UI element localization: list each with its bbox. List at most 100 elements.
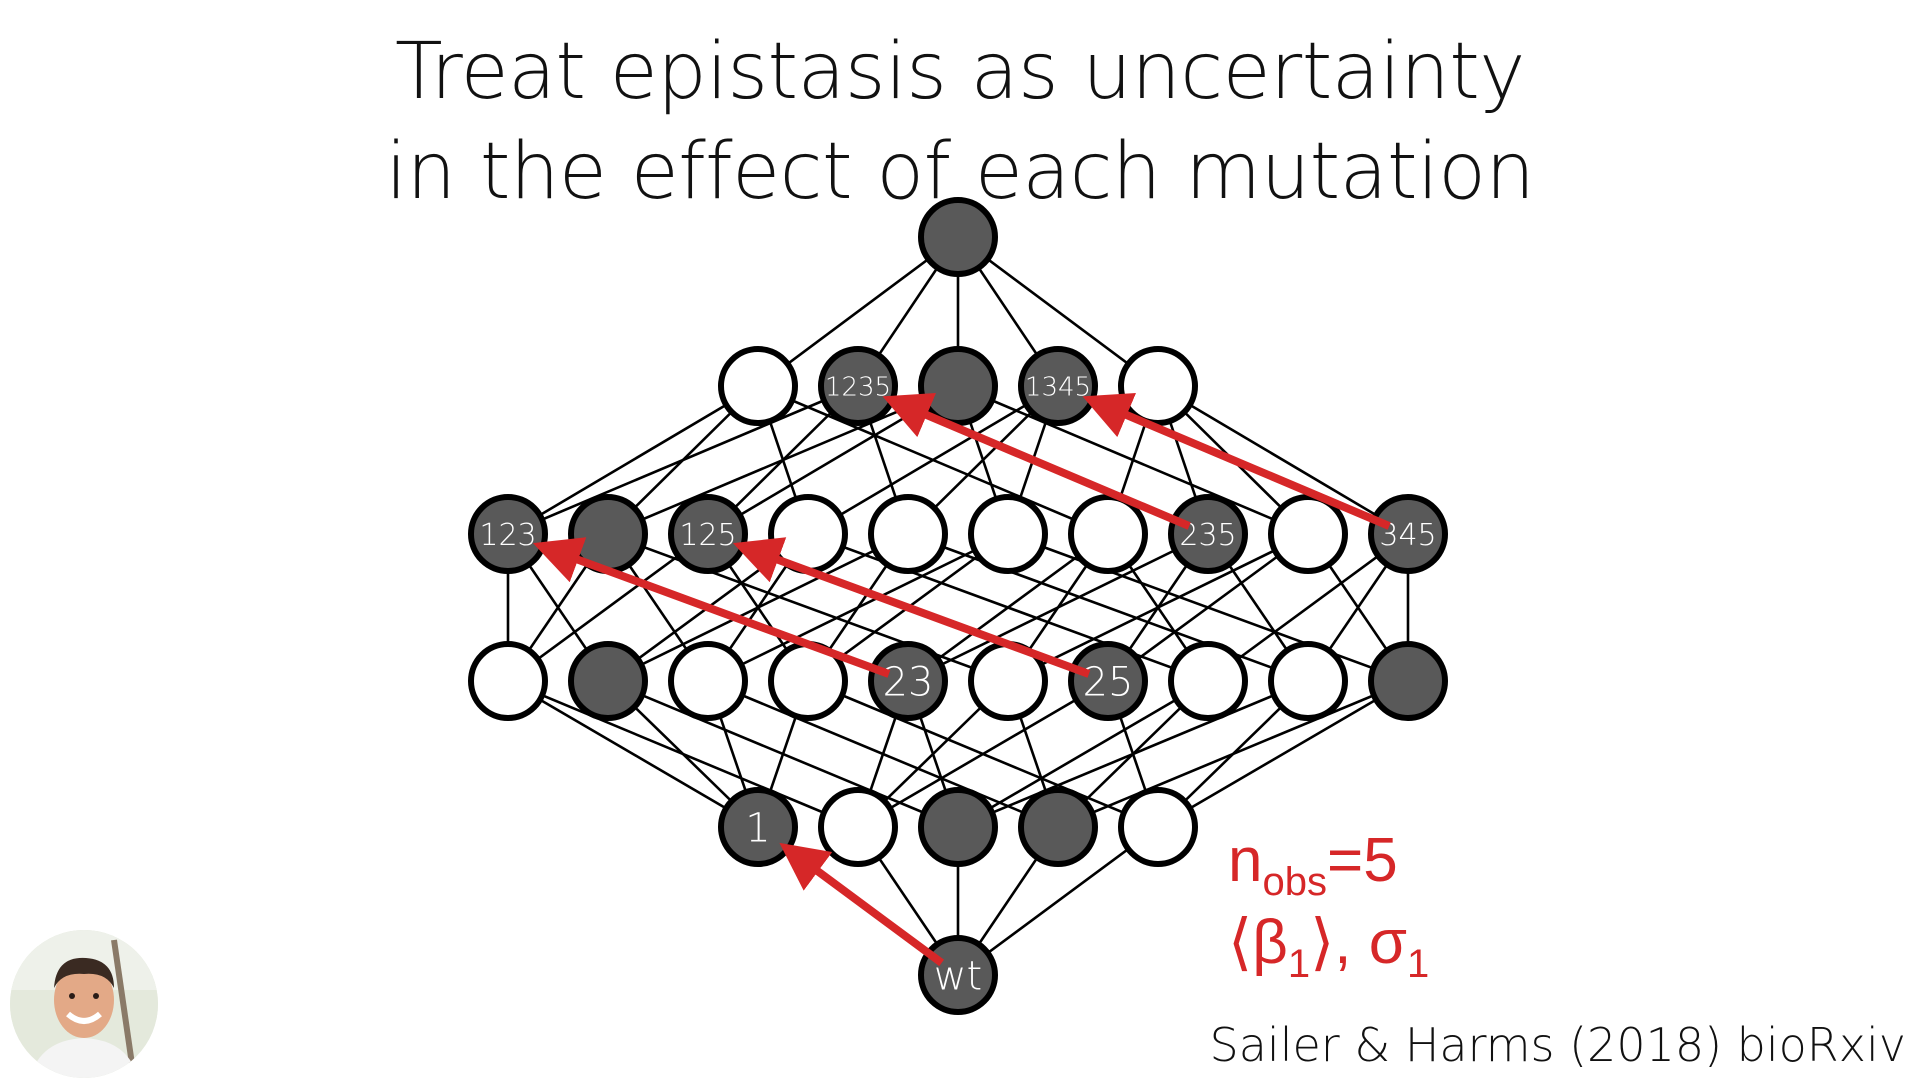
genotype-node-circle: [468, 494, 548, 574]
genotype-node-label: 1: [745, 805, 770, 851]
lattice-edge: [1157, 384, 1409, 536]
genotype-node: 1235: [818, 346, 898, 426]
genotype-node: 235: [1168, 494, 1248, 574]
genotype-node-label: 1235: [825, 372, 891, 402]
beta-subscript: 1: [1287, 942, 1311, 986]
genotype-node-circle: [1118, 787, 1198, 867]
genotype-node-circle: [668, 641, 748, 721]
genotype-node-circle: [1068, 494, 1148, 574]
lattice-edge: [1157, 679, 1409, 829]
sigma-subscript: 1: [1407, 942, 1430, 986]
mutation-effect-annotation: nobs=5 ⟨β1⟩, σ1: [1228, 820, 1429, 984]
genotype-node-label: 1345: [1025, 372, 1091, 402]
genotype-node-circle: [968, 494, 1048, 574]
genotype-node: [568, 641, 648, 721]
genotype-node-circle: [468, 641, 548, 721]
genotype-node: [718, 346, 798, 426]
n-subscript: obs: [1262, 860, 1327, 904]
genotype-node-circle: [718, 346, 798, 426]
genotype-node-circle: [1368, 641, 1448, 721]
sigma-symbol: ⟩, σ: [1310, 908, 1408, 977]
genotype-node: [918, 197, 998, 277]
genotype-node-circle: [918, 346, 998, 426]
title-line-1: Treat epistasis as uncertainty: [395, 27, 1525, 117]
genotype-node-circle: [918, 787, 998, 867]
genotype-node-label: 125: [679, 518, 736, 553]
lattice-edge: [507, 679, 759, 829]
genotype-node: wt: [918, 935, 998, 1015]
genotype-node: [918, 346, 998, 426]
mutation-effect-arrow: [882, 392, 1191, 530]
genotype-node-circle: [1068, 641, 1148, 721]
genotype-node: 345: [1368, 494, 1448, 574]
genotype-node: [918, 787, 998, 867]
beta-symbol: ⟨β: [1228, 908, 1288, 977]
citation: Sailer & Harms (2018) bioRxiv: [1209, 1018, 1906, 1072]
mutation-effect-arrow: [732, 537, 1091, 678]
genotype-node: [1068, 494, 1148, 574]
lattice-edge: [607, 679, 959, 829]
genotype-node-circle: [868, 641, 948, 721]
genotype-node-label: 123: [479, 518, 536, 553]
presenter-photo-icon: [10, 930, 158, 1078]
lattice-edge: [707, 679, 1059, 829]
genotype-node: [1168, 641, 1248, 721]
genotype-node-label: 23: [883, 659, 934, 705]
lattice-edge: [1007, 532, 1409, 683]
genotype-node-circle: [1268, 494, 1348, 574]
lattice-edge: [907, 532, 1309, 683]
genotype-node-circle: [1018, 346, 1098, 426]
genotype-node: [668, 641, 748, 721]
lattice-nodes: 1235 1345 123 125 235 345 23 25 1 wt: [468, 197, 1448, 1015]
genotype-node-circle: [818, 787, 898, 867]
genotype-node-circle: [868, 494, 948, 574]
mutation-effect-arrow: [532, 537, 891, 678]
genotype-node: 125: [668, 494, 748, 574]
genotype-node-circle: [668, 494, 748, 574]
slide-title: Treat epistasis as uncertainty in the ef…: [0, 22, 1920, 222]
lattice-edge: [957, 235, 1159, 388]
lattice-edge: [757, 235, 959, 388]
genotype-node-circle: [818, 346, 898, 426]
lattice-edge: [757, 384, 1109, 536]
genotype-node: [1268, 494, 1348, 574]
genotype-node-circle: [1168, 641, 1248, 721]
genotype-node: 23: [868, 641, 948, 721]
genotype-node-circle: [1268, 641, 1348, 721]
mutation-effect-arrow: [779, 842, 945, 967]
genotype-node-circle: [1018, 787, 1098, 867]
beta-sigma-line: ⟨β1⟩, σ1: [1228, 902, 1429, 984]
genotype-node-circle: [1168, 494, 1248, 574]
genotype-node-circle: [718, 787, 798, 867]
effect-arrows: [532, 392, 1391, 967]
lattice-edge: [957, 384, 1309, 536]
genotype-node: [1118, 787, 1198, 867]
genotype-node: 25: [1068, 641, 1148, 721]
presenter-avatar: [10, 930, 158, 1078]
lattice-edge: [807, 679, 1159, 829]
lattice-edge: [957, 825, 1159, 977]
genotype-node: [818, 787, 898, 867]
genotype-node: 123: [468, 494, 548, 574]
genotype-node: [1018, 787, 1098, 867]
n-value: =5: [1326, 826, 1398, 895]
genotype-node: [1118, 346, 1198, 426]
genotype-node: [1368, 641, 1448, 721]
genotype-node-circle: [1368, 494, 1448, 574]
genotype-node: [968, 494, 1048, 574]
n-obs-line: nobs=5: [1228, 820, 1429, 902]
lattice-edge: [507, 384, 759, 536]
mutation-effect-arrow: [1082, 392, 1391, 530]
genotype-node-circle: [1118, 346, 1198, 426]
genotype-node: [868, 494, 948, 574]
lattice-edge: [507, 679, 859, 829]
n-symbol: n: [1228, 826, 1263, 895]
lattice-edge: [807, 532, 1209, 683]
genotype-node: [1268, 641, 1348, 721]
genotype-node-circle: [568, 641, 648, 721]
genotype-node: [468, 641, 548, 721]
genotype-node-label: 25: [1083, 659, 1134, 705]
genotype-node-circle: [918, 197, 998, 277]
